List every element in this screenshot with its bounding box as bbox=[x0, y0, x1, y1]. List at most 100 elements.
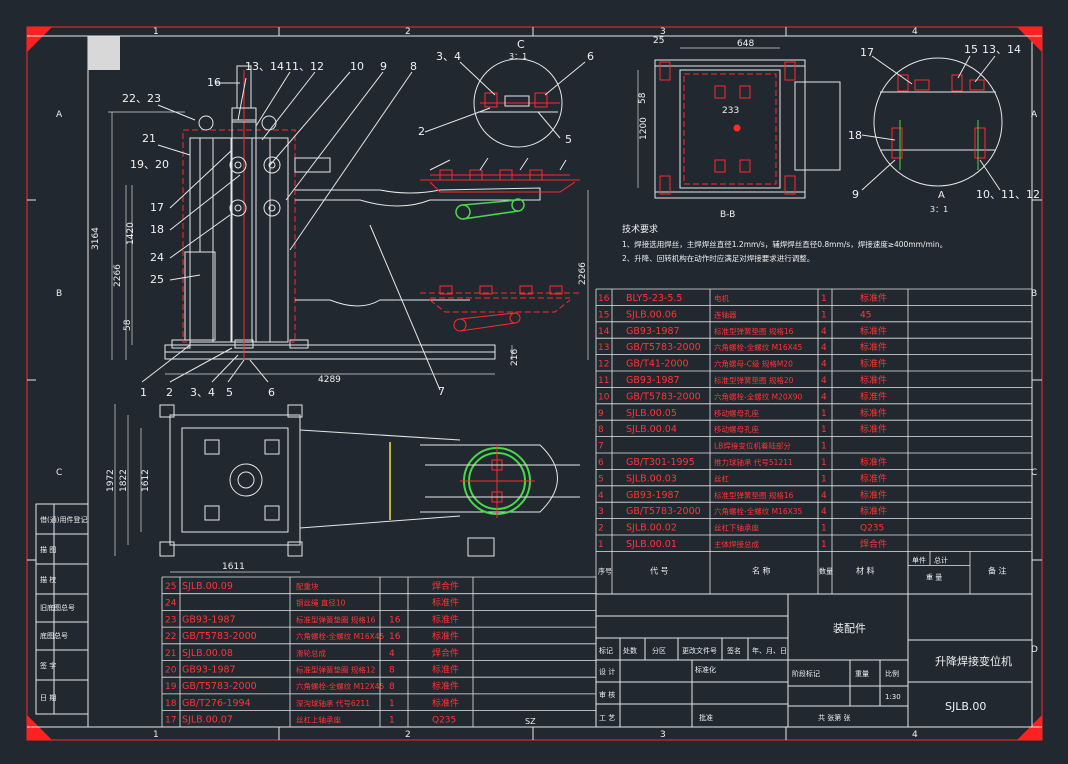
bom-bottom-qty: 16 bbox=[389, 632, 401, 642]
role-review: 审 核 bbox=[599, 690, 615, 699]
bom-bottom-no: 18 bbox=[165, 699, 177, 709]
bom-top-qty: 1 bbox=[821, 294, 827, 304]
bom-top-code: SJLB.00.06 bbox=[626, 309, 677, 320]
bom-bottom-no: 24 bbox=[165, 599, 177, 609]
bom-top-qty: 1 bbox=[821, 409, 827, 419]
balloon-5: 5 bbox=[226, 386, 233, 399]
bom-top-qty: 1 bbox=[821, 425, 827, 435]
bb-title: B-B bbox=[720, 210, 735, 220]
approve-label: 批准 bbox=[699, 713, 713, 722]
bom-top-qty: 4 bbox=[821, 491, 827, 501]
bom-top-material: 45 bbox=[860, 310, 871, 320]
dim-1420: 1420 bbox=[126, 222, 136, 245]
rev-col-4: 更改文件号 bbox=[682, 646, 717, 655]
detail-c-title: C bbox=[517, 38, 525, 51]
detail-a-balloon-17: 17 bbox=[860, 46, 874, 59]
dim-3164: 3164 bbox=[91, 227, 101, 250]
bom-top-material: Q235 bbox=[860, 524, 884, 534]
bom-top-qty: 1 bbox=[821, 458, 827, 468]
zone-col-1-bottom: 1 bbox=[153, 730, 159, 740]
zone-row-a-right: A bbox=[1031, 110, 1038, 120]
bom-header-remark: 备 注 bbox=[988, 565, 1007, 575]
bom-top-material: 标准件 bbox=[860, 456, 887, 468]
bom-top-no: 7 bbox=[598, 442, 604, 452]
detail-a-balloon-9: 9 bbox=[852, 188, 859, 201]
detail-a-title: A bbox=[938, 190, 945, 201]
drawing-number: SJLB.00 bbox=[945, 700, 986, 713]
bom-top-material: 标准件 bbox=[860, 358, 887, 370]
bom-top-qty: 1 bbox=[821, 310, 827, 320]
strip-label-4: 签 字 bbox=[40, 661, 56, 670]
top-dim-1972: 1972 bbox=[106, 469, 116, 492]
bom-bottom-no: 23 bbox=[165, 615, 176, 625]
balloon-19-20: 19、20 bbox=[130, 158, 169, 171]
bom-top-name: 电机 bbox=[714, 293, 729, 303]
bom-top-code: SJLB.00.04 bbox=[626, 424, 677, 435]
bom-bottom-material: 焊合件 bbox=[432, 580, 459, 592]
bom-header-qty: 数量 bbox=[819, 566, 833, 575]
stage-label: 阶段标记 bbox=[792, 669, 820, 678]
section-bb: 25 648 58 1200 233 B-B bbox=[637, 36, 841, 220]
rev-col-1: 标记 bbox=[599, 646, 613, 655]
bom-top-no: 15 bbox=[598, 310, 609, 320]
bom-top-code: GB/T5783-2000 bbox=[626, 391, 701, 402]
bom-top-no: 5 bbox=[598, 474, 604, 484]
zone-row-c-right: C bbox=[1031, 468, 1037, 478]
bom-top-no: 6 bbox=[598, 458, 604, 468]
dim-2266-right: 2266 bbox=[578, 262, 588, 285]
balloon-11-12: 11、12 bbox=[285, 60, 324, 73]
bom-top-no: 4 bbox=[598, 491, 604, 501]
bom-bottom-qty: 16 bbox=[389, 615, 401, 625]
bom-bottom-no: 17 bbox=[165, 716, 176, 726]
tech-req-line-1: 1、焊接选用焊丝，主焊焊丝直径1.2mm/s，辅焊焊丝直径0.8mm/s，焊接速… bbox=[622, 239, 947, 249]
bom-top-material: 标准件 bbox=[860, 374, 887, 386]
bom-top-qty: 1 bbox=[821, 474, 827, 484]
bom-top-code: GB/T5783-2000 bbox=[626, 506, 701, 517]
bom-top-name: 丝杠下轴承座 bbox=[714, 523, 759, 533]
bom-top-no: 2 bbox=[598, 524, 604, 534]
bom-top-material: 标准件 bbox=[860, 505, 887, 517]
bom-top-name: 六角螺栓-全螺纹 M16X45 bbox=[714, 342, 803, 352]
rev-col-6: 年、月、日 bbox=[752, 646, 787, 655]
bom-bottom-material: Q235 bbox=[432, 716, 456, 726]
balloon-6: 6 bbox=[268, 386, 275, 399]
bom-top-no: 13 bbox=[598, 343, 609, 353]
bom-bottom-qty: 1 bbox=[389, 716, 395, 726]
balloon-3-4: 3、4 bbox=[190, 386, 215, 399]
bom-top-code: BLY5-23-5.5 bbox=[626, 293, 682, 304]
balloon-1: 1 bbox=[140, 386, 147, 399]
bom-bottom-name: 标准型弹簧垫圈 规格12 bbox=[296, 665, 376, 675]
bom-header-code: 代 号 bbox=[650, 565, 669, 575]
zone-col-4: 4 bbox=[912, 27, 918, 37]
bom-bottom-code: SJLB.00.07 bbox=[182, 715, 233, 726]
scale-label: 比例 bbox=[885, 669, 899, 678]
zone-col-3-bottom: 3 bbox=[660, 730, 666, 740]
bom-bottom-no: 19 bbox=[165, 682, 177, 692]
detail-c-balloon-3-4: 3、4 bbox=[436, 50, 461, 63]
top-view bbox=[114, 404, 580, 573]
detail-c-balloon-5: 5 bbox=[565, 133, 572, 146]
detail-c-balloon-6: 6 bbox=[587, 50, 594, 63]
detail-c: C 3：1 3、4 6 2 5 bbox=[418, 38, 594, 148]
std-label: 标准化 bbox=[695, 665, 716, 674]
bom-bottom-code: GB/T5783-2000 bbox=[182, 681, 257, 692]
bom-bottom-code: SJLB.00.09 bbox=[182, 581, 233, 592]
bb-dim-58: 58 bbox=[638, 92, 648, 104]
bom-top-name: 连轴器 bbox=[714, 309, 737, 319]
bom-top-no: 9 bbox=[598, 409, 604, 419]
bb-dim-25: 25 bbox=[653, 36, 664, 46]
bom-bottom-no: 20 bbox=[165, 666, 177, 676]
bom-bottom-material: 标准件 bbox=[432, 597, 459, 609]
bom-bottom-material: 焊合件 bbox=[432, 647, 459, 659]
zone-col-3: 3 bbox=[660, 27, 666, 37]
bom-bottom-no: 25 bbox=[165, 582, 176, 592]
bom-top-code: GB93-1987 bbox=[626, 326, 680, 337]
balloon-7: 7 bbox=[438, 385, 445, 398]
bom-top-material: 标准件 bbox=[860, 341, 887, 353]
bom-top-name: 标准型弹簧垫圈 规格16 bbox=[714, 490, 794, 500]
balloon-25: 25 bbox=[150, 273, 164, 286]
dim-2266-left: 2266 bbox=[113, 264, 123, 287]
strip-label-3: 底图总号 bbox=[40, 631, 68, 640]
bom-top-material: 标准件 bbox=[860, 390, 887, 402]
bom-top-material: 标准件 bbox=[860, 489, 887, 501]
